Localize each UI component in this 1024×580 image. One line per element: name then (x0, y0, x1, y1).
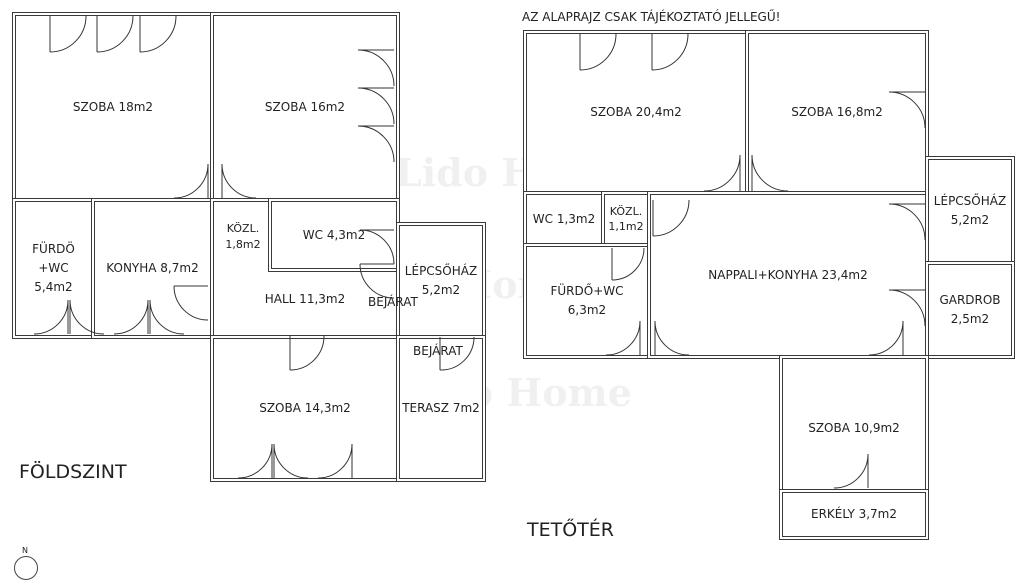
door-swing-arc (579, 33, 617, 71)
door-swing-arc (611, 247, 645, 281)
door-swing-arc (173, 163, 209, 199)
room-label: SZOBA 14,3m2 (259, 401, 351, 415)
door-swing-arc (888, 203, 926, 241)
door-swing-arc (357, 87, 395, 125)
door-swing-arc (654, 320, 690, 356)
door-swing-arc (439, 336, 475, 371)
door-swing-arc (357, 125, 395, 163)
compass: N (14, 546, 38, 580)
compass-icon (14, 556, 38, 580)
floor-title: FÖLDSZINT (19, 461, 127, 483)
floor-title: TETŐTÉR (527, 519, 614, 541)
room-label: WC 1,3m2 (532, 211, 596, 226)
room-label: SZOBA 16,8m2 (791, 105, 883, 119)
room-szoba-20: SZOBA 20,4m2 (523, 30, 749, 195)
door-swing-arc (652, 199, 690, 237)
door-swing-arc (651, 33, 689, 71)
door-swing-arc (33, 299, 69, 335)
door-swing-arc (359, 229, 395, 265)
door-swing-arc (359, 263, 395, 299)
room-label: SZOBA 18m2 (72, 99, 154, 114)
room-label: LÉPCSŐHÁZ 5,2m2 (933, 193, 1007, 227)
room-terasz: TERASZ 7m2 (396, 335, 486, 482)
room-label: KÖZL. 1,1m2 (608, 205, 644, 233)
door-swing-arc (289, 335, 325, 371)
room-label: FÜRDŐ+WC 6,3m2 (550, 284, 624, 317)
door-swing-arc (317, 443, 353, 479)
door-swing-arc (237, 443, 273, 479)
room-label: KÖZL. 1,8m2 (225, 222, 261, 251)
door-swing-arc (357, 49, 395, 87)
room-szoba-16-8: SZOBA 16,8m2 (745, 30, 929, 195)
room-kozl: KÖZL. 1,1m2 (601, 191, 651, 247)
room-label: KONYHA 8,7m2 (106, 261, 199, 275)
door-swing-arc (173, 285, 209, 321)
door-swing-arc (833, 453, 869, 489)
room-label: LÉPCSŐHÁZ 5,2m2 (404, 263, 478, 297)
door-swing-arc (49, 15, 87, 53)
room-label: SZOBA 10,9m2 (808, 421, 900, 435)
door-swing-arc (69, 299, 105, 335)
room-label: TERASZ 7m2 (402, 401, 480, 415)
room-lepcsohaz: LÉPCSŐHÁZ 5,2m2 (396, 222, 486, 339)
door-swing-arc (273, 443, 309, 479)
room-label: FÜRDÖ +WC 5,4m2 (32, 242, 75, 294)
entrance-label: BEJÁRAT (413, 344, 463, 358)
compass-label: N (22, 546, 28, 555)
door-swings (33, 15, 926, 489)
door-swing-arc (605, 320, 641, 356)
room-szoba-14: SZOBA 14,3m2 (210, 335, 400, 482)
door-swing-arc (703, 154, 741, 192)
disclaimer-note: AZ ALAPRAJZ CSAK TÁJÉKOZTATÓ JELLEGŰ! (522, 10, 781, 24)
door-swing-arc (96, 15, 134, 53)
room-label: SZOBA 16m2 (264, 99, 346, 114)
door-swing-arc (888, 289, 926, 327)
door-swing-arc (139, 15, 177, 53)
room-szoba-16: SZOBA 16m2 (210, 12, 400, 202)
room-label: HALL 11,3m2 (264, 292, 346, 306)
door-swing-arc (751, 154, 789, 192)
room-label: ERKÉLY 3,7m2 (810, 507, 897, 521)
room-label: SZOBA 20,4m2 (590, 105, 682, 119)
room-furdo-wc: FÜRDŐ+WC 6,3m2 (523, 243, 651, 359)
door-swing-arc (149, 299, 185, 335)
room-label: WC 4,3m2 (302, 227, 366, 242)
entrance-label: BEJÁRAT (368, 295, 418, 309)
room-erkely: ERKÉLY 3,7m2 (779, 489, 929, 540)
room-label: GARDROB 2,5m2 (939, 293, 1001, 326)
room-gardrob: GARDROB 2,5m2 (925, 261, 1015, 359)
room-label: NAPPALI+KONYHA 23,4m2 (708, 267, 868, 282)
door-swing-arc (888, 91, 926, 129)
room-szoba-18: SZOBA 18m2 (12, 12, 214, 202)
door-swing-arc (113, 299, 149, 335)
door-swing-arc (868, 320, 904, 356)
room-kozl: KÖZL. 1,8m2 (210, 198, 272, 272)
room-nappali-konyha: NAPPALI+KONYHA 23,4m2 (647, 191, 929, 359)
door-swing-arc (221, 163, 257, 199)
